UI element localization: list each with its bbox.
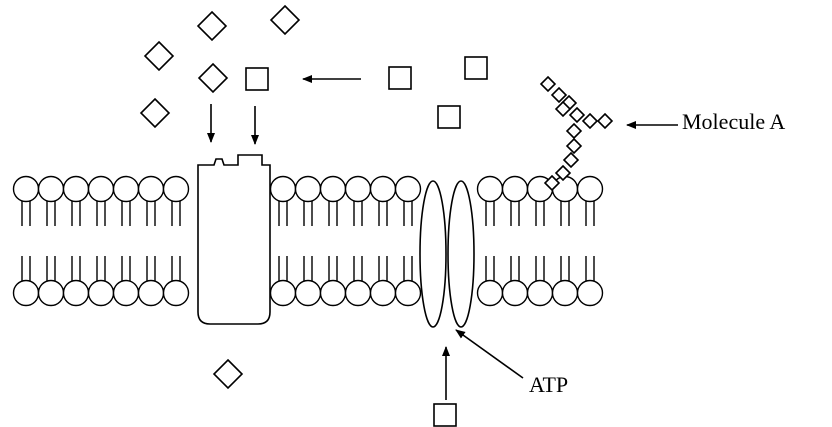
molecule-a-unit xyxy=(565,122,583,140)
phospholipid xyxy=(369,256,397,307)
phospholipid xyxy=(269,175,297,226)
phospholipid xyxy=(551,256,579,307)
phospholipid xyxy=(369,175,397,226)
phospholipid xyxy=(12,256,40,307)
phospholipid xyxy=(526,256,554,307)
square-molecule xyxy=(437,105,461,129)
phospholipid xyxy=(394,175,422,226)
molecule-a-unit xyxy=(554,100,572,118)
phospholipid xyxy=(162,256,190,307)
phospholipid xyxy=(501,175,529,226)
phospholipid xyxy=(476,175,504,226)
atp-label: ATP xyxy=(529,372,569,397)
phospholipid xyxy=(112,256,140,307)
phospholipid xyxy=(394,256,422,307)
phospholipid xyxy=(501,256,529,307)
phospholipid xyxy=(112,175,140,226)
diamond-molecule xyxy=(196,10,228,42)
phospholipid xyxy=(319,256,347,307)
phospholipid xyxy=(294,256,322,307)
molecule-a-unit xyxy=(539,75,557,93)
phospholipid-bilayer xyxy=(12,175,604,307)
phospholipid xyxy=(162,175,190,226)
phospholipid xyxy=(344,175,372,226)
molecules xyxy=(139,4,614,427)
molecule-a-unit xyxy=(550,86,568,104)
phospholipid xyxy=(476,256,504,307)
diamond-molecule xyxy=(139,97,171,129)
phospholipid xyxy=(137,175,165,226)
phospholipid xyxy=(12,175,40,226)
phospholipid xyxy=(37,175,65,226)
molecule-a-unit xyxy=(543,174,561,192)
phospholipid xyxy=(62,175,90,226)
membrane-proteins xyxy=(197,154,475,328)
phospholipid xyxy=(294,175,322,226)
phospholipid xyxy=(576,256,604,307)
phospholipid xyxy=(344,256,372,307)
diamond-molecule xyxy=(269,4,301,36)
channel-protein-left xyxy=(419,180,447,328)
molecule-a-label: Molecule A xyxy=(682,109,786,134)
molecule-a-unit xyxy=(562,151,580,169)
phospholipid xyxy=(87,175,115,226)
phospholipid xyxy=(62,256,90,307)
arrows xyxy=(207,75,678,400)
square-molecule xyxy=(464,56,488,80)
phospholipid xyxy=(319,175,347,226)
molecule-a-unit xyxy=(568,106,586,124)
phospholipid xyxy=(87,256,115,307)
channel-protein-right xyxy=(447,180,475,328)
phospholipid xyxy=(269,256,297,307)
diamond-molecule xyxy=(143,40,175,72)
diamond-molecule xyxy=(212,358,244,390)
carrier-protein xyxy=(197,154,271,325)
square-molecule xyxy=(433,403,457,427)
square-molecule xyxy=(245,67,269,91)
diamond-molecule xyxy=(197,62,229,94)
phospholipid xyxy=(576,175,604,226)
molecule-a-unit xyxy=(554,164,572,182)
phospholipid xyxy=(137,256,165,307)
atp-pointer-arrow xyxy=(455,329,524,379)
molecule-a-unit xyxy=(581,112,599,130)
molecule-a-unit xyxy=(596,112,614,130)
square-molecule xyxy=(388,66,412,90)
phospholipid xyxy=(37,256,65,307)
molecule-a-unit xyxy=(565,137,583,155)
